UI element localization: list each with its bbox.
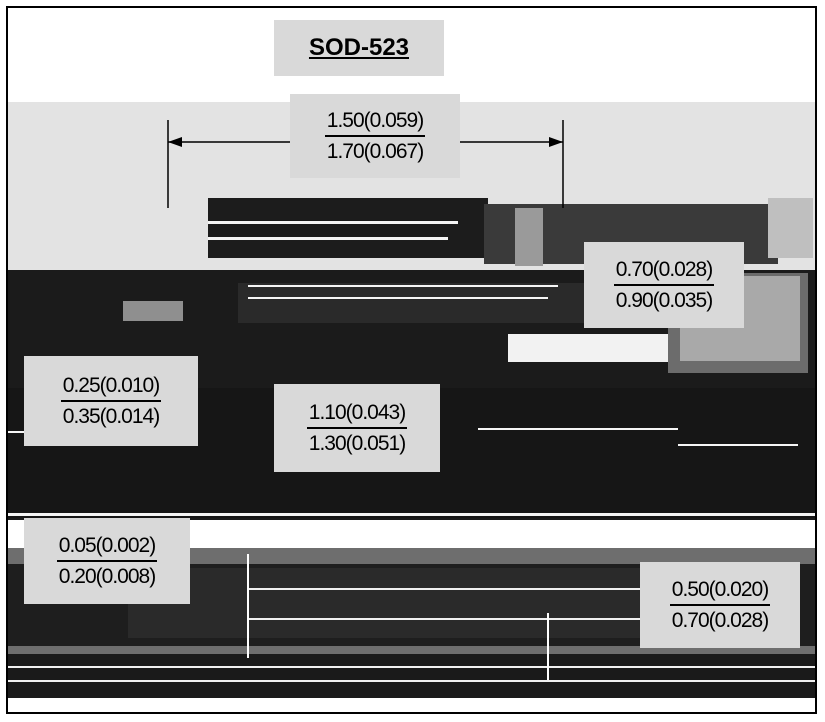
lead-left-shadow bbox=[238, 283, 598, 323]
dim-lead-width: 0.25(0.010) 0.35(0.014) bbox=[24, 356, 198, 446]
dim-lead-thickness: 0.05(0.002) 0.20(0.008) bbox=[24, 518, 190, 604]
dim-body-width: 1.10(0.043) 1.30(0.051) bbox=[274, 384, 440, 472]
package-top-notch bbox=[515, 208, 543, 266]
dim-body-width-min: 1.10(0.043) bbox=[308, 401, 406, 424]
dim-overall-len: 0.50(0.020) 0.70(0.028) bbox=[640, 562, 800, 648]
fraction-bar bbox=[669, 604, 771, 606]
lead-pad-left bbox=[123, 301, 183, 321]
pad-highlight bbox=[508, 334, 668, 362]
dim-lead-thickness-max: 0.20(0.008) bbox=[58, 565, 156, 588]
dim-body-length-max: 1.70(0.067) bbox=[326, 140, 424, 163]
dim-body-width-max: 1.30(0.051) bbox=[308, 432, 406, 455]
package-title: SOD-523 bbox=[274, 20, 444, 76]
fraction-bar bbox=[306, 427, 408, 429]
lower-lead bbox=[8, 654, 815, 698]
fraction-bar bbox=[613, 284, 715, 286]
dim-overall-len-max: 0.70(0.028) bbox=[671, 609, 769, 632]
lower-body-inner bbox=[128, 568, 648, 638]
dimension-arrows bbox=[168, 137, 563, 147]
dim-lead-thickness-min: 0.05(0.002) bbox=[58, 534, 156, 557]
dim-height-min: 0.70(0.028) bbox=[615, 258, 713, 281]
dim-body-length-min: 1.50(0.059) bbox=[326, 109, 424, 132]
drawing-frame: SOD-523 1.50(0.059) 1.70(0.067) 0.70(0.0… bbox=[6, 6, 817, 714]
dim-lead-width-min: 0.25(0.010) bbox=[62, 374, 160, 397]
package-right-edge bbox=[768, 198, 813, 258]
fraction-bar bbox=[324, 135, 426, 137]
dim-body-length: 1.50(0.059) 1.70(0.067) bbox=[290, 94, 460, 178]
package-top-body bbox=[208, 198, 488, 258]
dim-lead-width-max: 0.35(0.014) bbox=[62, 405, 160, 428]
lower-streaks bbox=[8, 588, 815, 682]
dim-overall-len-min: 0.50(0.020) bbox=[671, 578, 769, 601]
dim-height: 0.70(0.028) 0.90(0.035) bbox=[584, 242, 744, 328]
fraction-bar bbox=[56, 560, 158, 562]
dim-height-max: 0.90(0.035) bbox=[615, 289, 713, 312]
fraction-bar bbox=[60, 400, 162, 402]
